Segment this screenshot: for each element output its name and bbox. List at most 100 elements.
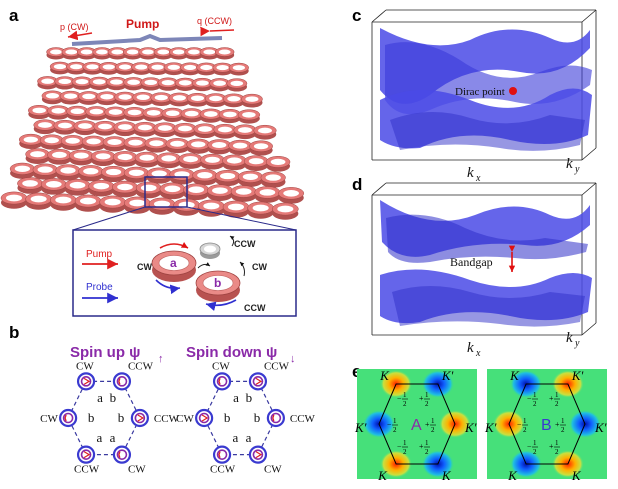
lattice-ring — [218, 109, 242, 124]
bandgap-label: Bandgap — [450, 255, 493, 269]
lattice-ring — [223, 93, 245, 108]
lattice-ring — [114, 91, 136, 106]
lattice-ring — [17, 177, 43, 194]
hex-ring-direction-label: CCW — [210, 464, 236, 476]
lattice-ring — [272, 202, 299, 220]
lattice-ring — [183, 183, 210, 201]
half-charge-label: +12 — [419, 391, 430, 408]
k-point-label: K — [379, 368, 390, 383]
lattice-ring — [207, 184, 233, 201]
hex-site-label: b — [246, 390, 253, 405]
ring-a — [151, 250, 197, 282]
ring-b — [195, 270, 241, 302]
lattice-ring — [123, 166, 149, 183]
lattice-ring — [214, 47, 235, 60]
band-structure-dirac: Dirac point k x k y — [371, 9, 597, 184]
lattice-ring — [61, 47, 82, 60]
inset: Pump Probe a b — [72, 229, 297, 317]
hex-ring-direction-label: CCW — [264, 360, 290, 372]
lattice-ring — [50, 193, 77, 211]
lattice-ring — [105, 76, 127, 91]
lattice-ring — [59, 90, 82, 105]
lattice-ring — [132, 92, 154, 106]
lattice-ring — [168, 92, 191, 107]
lattice-ring — [178, 153, 203, 169]
lattice-ring — [33, 119, 57, 135]
lattice-ring — [253, 124, 277, 140]
hex-ring-direction-label: CW — [40, 413, 58, 425]
lattice-ring — [153, 47, 174, 60]
lattice-ring — [71, 76, 93, 90]
lattice-ring — [40, 178, 67, 195]
svg-text:−: − — [517, 420, 522, 429]
svg-text:2: 2 — [533, 448, 537, 456]
lattice-ring — [123, 136, 148, 153]
lattice-ring — [47, 149, 72, 165]
svg-text:2: 2 — [523, 426, 527, 434]
hex-ring — [76, 445, 96, 464]
hex-site-label: b — [224, 410, 231, 425]
lattice-ring — [123, 107, 146, 122]
lattice-ring — [82, 61, 103, 75]
lattice-ring — [209, 78, 231, 92]
sublattice-label: A — [411, 417, 422, 434]
lattice-ring — [66, 61, 87, 75]
svg-text:+: + — [549, 442, 554, 451]
lattice-ring — [174, 77, 196, 91]
lattice-ring — [18, 133, 43, 150]
k-point-label: K′ — [594, 420, 607, 435]
svg-text:1: 1 — [555, 391, 559, 399]
lattice-ring — [226, 78, 248, 92]
lattice-ring — [74, 194, 102, 212]
lattice-ring — [0, 191, 28, 209]
dir-label-ccw-bottom: CCW — [244, 303, 266, 313]
lattice-ring — [165, 138, 190, 154]
hex-site-label: b — [110, 390, 117, 405]
ring-lattice — [0, 47, 305, 220]
c-axis-ky-sub: y — [574, 164, 580, 175]
pump-port-left: p (CW) — [60, 22, 89, 32]
lattice-ring — [241, 93, 263, 108]
lattice-ring — [215, 169, 241, 187]
lattice-ring — [122, 47, 143, 60]
hex-ring-direction-label: CW — [76, 360, 94, 372]
lattice-ring — [9, 162, 35, 179]
lattice-ring — [222, 154, 247, 171]
lattice-ring — [55, 164, 81, 181]
c-axis-kx: k — [467, 165, 474, 181]
lattice-ring — [184, 47, 204, 60]
svg-text:−: − — [387, 420, 392, 429]
svg-text:+: + — [555, 420, 560, 429]
coupling-arrow-right — [239, 261, 245, 277]
lattice-ring — [249, 140, 273, 156]
half-charge-label: +12 — [419, 439, 430, 456]
brillouin-hexagon — [378, 383, 456, 465]
svg-text:−: − — [527, 394, 532, 403]
lattice-ring — [212, 62, 233, 76]
c-axis-kx-sub: x — [475, 173, 481, 184]
k-point-label: K — [509, 368, 520, 383]
lattice-ring — [25, 192, 52, 210]
lattice-ring — [142, 107, 165, 122]
svg-text:2: 2 — [425, 400, 429, 408]
dirac-point-label: Dirac point — [455, 86, 505, 98]
hex-ring-direction-label: CW — [264, 464, 282, 476]
hex-ring — [266, 408, 285, 428]
lattice-ring — [54, 76, 76, 90]
panel-label-b: b — [9, 323, 20, 342]
lattice-ring — [69, 149, 94, 166]
lattice-ring — [99, 195, 126, 213]
hex-ring — [248, 372, 268, 391]
svg-text:+: + — [425, 420, 430, 429]
d-axis-ky: k — [566, 330, 573, 346]
svg-text:+: + — [419, 442, 424, 451]
lattice-ring — [88, 76, 110, 90]
probe-legend-label: Probe — [86, 282, 113, 293]
lattice-ring — [64, 179, 91, 196]
lattice-ring — [85, 106, 108, 121]
svg-text:1: 1 — [555, 439, 559, 447]
pump-title: Pump — [126, 17, 159, 31]
pump-waveguide — [67, 26, 235, 46]
lattice-ring — [173, 122, 197, 138]
